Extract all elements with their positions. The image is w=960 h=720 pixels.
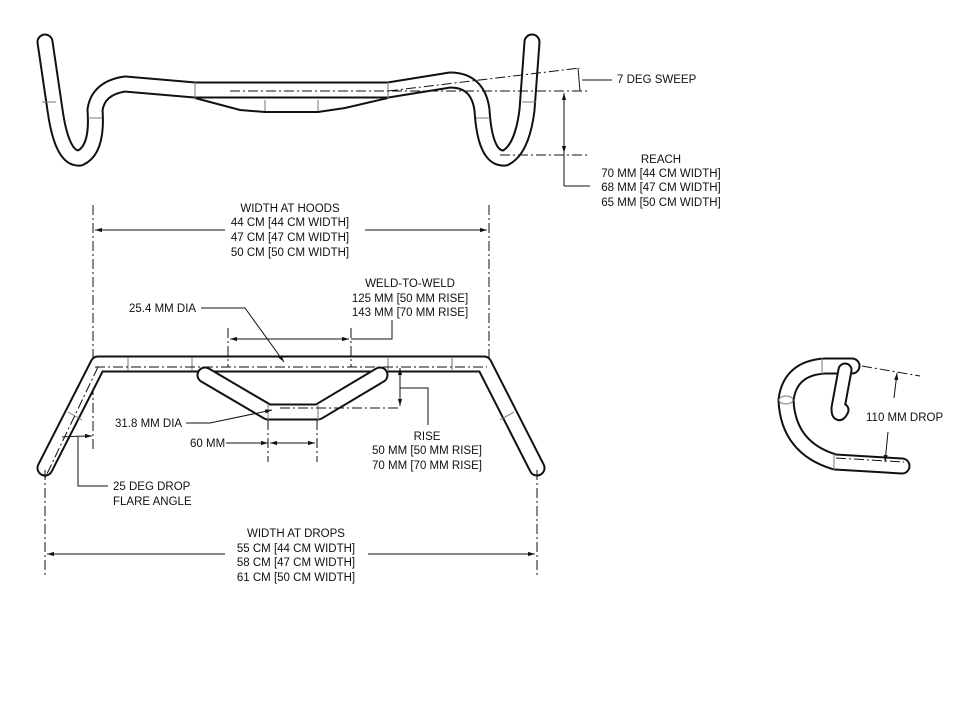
drop-label: 110 MM DROP [866,412,943,424]
width-drops-line: 55 CM [44 CM WIDTH] [237,543,355,555]
rise-title: RISE [414,431,441,443]
flare-label: FLARE ANGLE [113,496,192,508]
width-drops-line: 61 CM [50 CM WIDTH] [237,572,355,584]
reach-title: REACH [641,154,681,166]
width-drops-title: WIDTH AT DROPS [247,528,345,540]
side-view: 110 MM DROP [777,357,943,475]
reach-line: 65 MM [50 CM WIDTH] [601,197,720,209]
top-center-bulge [194,97,389,113]
top-view: 7 DEG SWEEP REACH 70 MM [44 CM WIDTH] 68… [36,33,721,209]
dia-31-label: 31.8 MM DIA [115,418,182,430]
flare-label: 25 DEG DROP [113,481,191,493]
weld-title: WELD-TO-WELD [365,278,455,290]
width-hoods-line: 44 CM [44 CM WIDTH] [231,217,349,229]
front-view: WIDTH AT HOODS 44 CM [44 CM WIDTH] 47 CM… [36,203,546,584]
width-drops-line: 58 CM [47 CM WIDTH] [237,557,355,569]
weld-line: 143 MM [70 MM RISE] [352,307,468,319]
width-hoods-title: WIDTH AT HOODS [240,203,340,215]
rise-line: 50 MM [50 MM RISE] [372,445,482,457]
rise-line: 70 MM [70 MM RISE] [372,460,482,472]
weld-line: 125 MM [50 MM RISE] [352,293,468,305]
reach-line: 68 MM [47 CM WIDTH] [601,182,720,194]
dia-25-label: 25.4 MM DIA [129,303,196,315]
reach-line: 70 MM [44 CM WIDTH] [601,168,720,180]
width-hoods-line: 47 CM [47 CM WIDTH] [231,232,349,244]
sweep-label: 7 DEG SWEEP [617,74,697,86]
clamp-width-label: 60 MM [190,438,225,450]
width-hoods-line: 50 CM [50 CM WIDTH] [231,247,349,259]
